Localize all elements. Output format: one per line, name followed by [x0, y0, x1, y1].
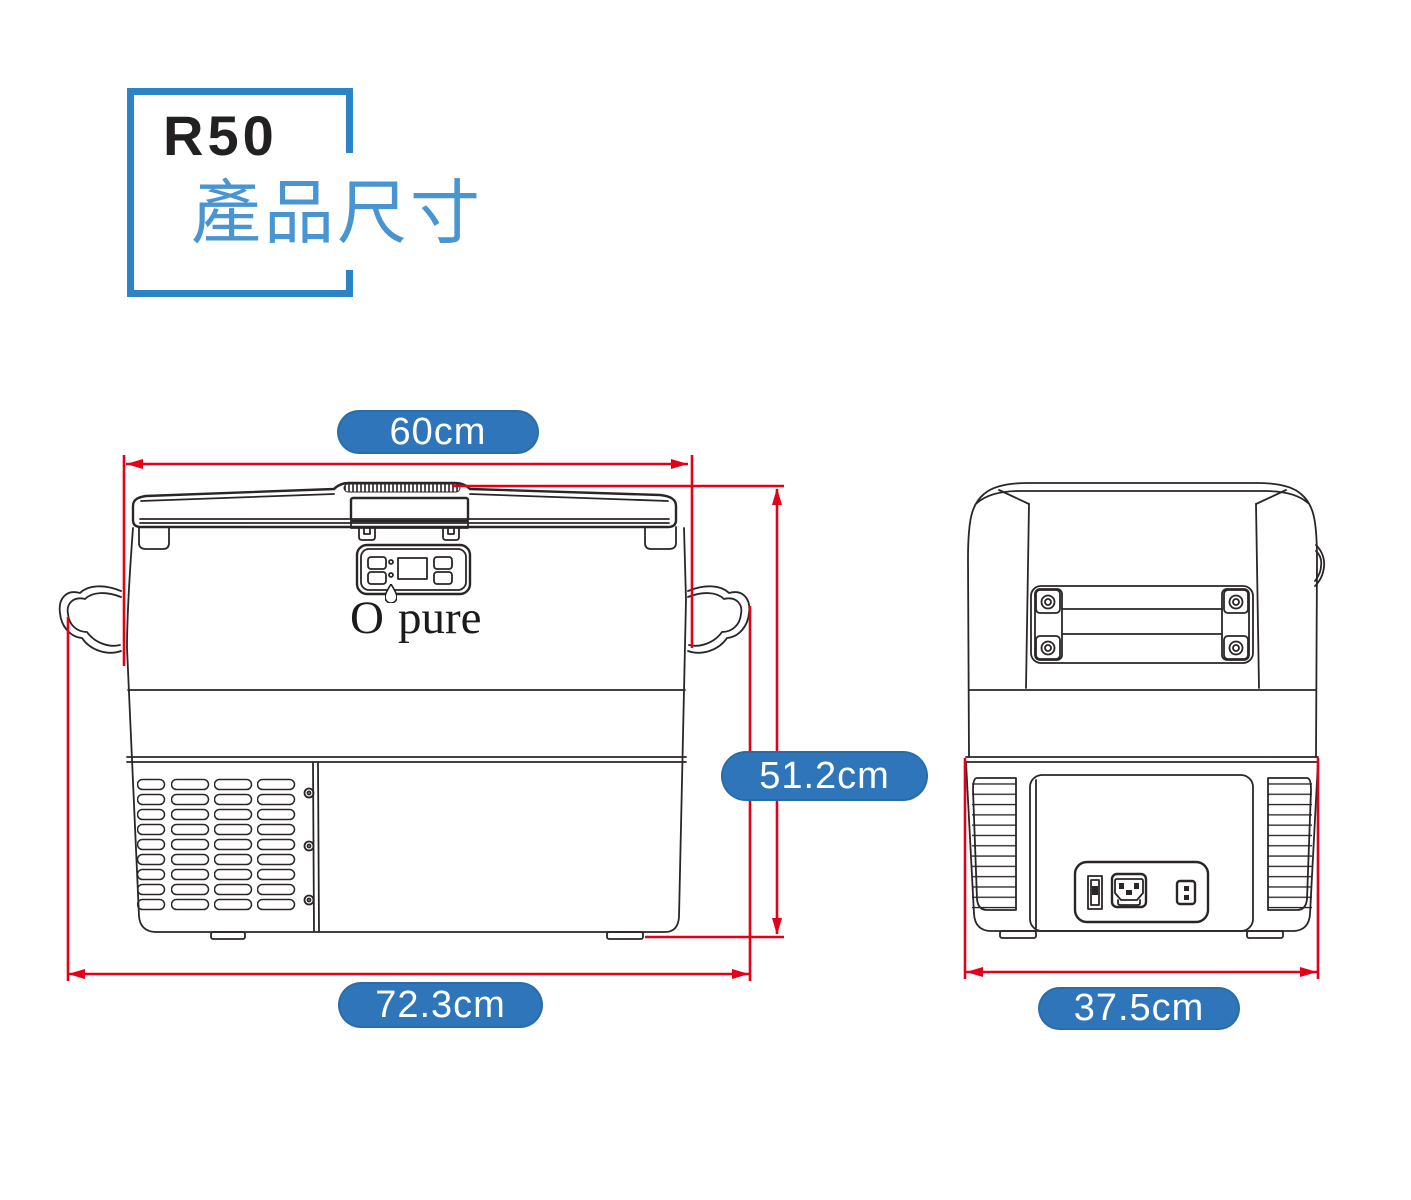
back-body-outline — [967, 482, 1318, 758]
back-vent-left — [972, 777, 1017, 911]
power-switch — [1087, 875, 1103, 910]
arrow-left-icon — [966, 967, 983, 977]
power-inlet-panel — [1073, 860, 1210, 924]
side-handle-right — [687, 585, 751, 654]
back-handle — [1030, 585, 1254, 664]
foot — [999, 930, 1037, 939]
foot — [210, 931, 246, 940]
control-panel — [355, 543, 472, 596]
side-latch — [1314, 544, 1326, 587]
arrow-down-icon — [772, 918, 782, 935]
arrow-right-icon — [732, 969, 749, 979]
side-body-outline — [126, 527, 687, 933]
foot — [1246, 930, 1284, 939]
arrow-up-icon — [772, 488, 782, 505]
dimension-72-3cm — [66, 606, 752, 981]
side-lid — [131, 481, 678, 550]
side-vent-grille — [137, 778, 297, 912]
ac-inlet-socket — [1110, 872, 1148, 909]
dimension-badge-height: 51.2cm — [721, 751, 928, 801]
dimension-37-5cm — [963, 758, 1320, 979]
dimension-badge-lid-width: 60cm — [337, 410, 539, 454]
brand-logo: O pure — [350, 582, 482, 644]
dimension-badge-overall-width: 72.3cm — [338, 982, 543, 1028]
panel-display — [397, 557, 428, 580]
dc-socket — [1175, 879, 1197, 906]
arrow-left-icon — [126, 459, 143, 469]
product-model: R50 — [163, 104, 278, 167]
side-handle-left — [58, 585, 122, 654]
dimension-lines — [66, 455, 1320, 981]
panel-button — [367, 556, 387, 570]
lid-latch — [349, 496, 470, 541]
logo-text-right: pure — [397, 592, 482, 644]
water-droplet-icon — [384, 565, 398, 612]
logo-text-left: O — [350, 592, 384, 644]
dimension-51-2cm — [452, 484, 784, 939]
back-vent-right — [1267, 777, 1312, 911]
panel-button — [433, 556, 453, 570]
arrow-left-icon — [68, 969, 85, 979]
arrow-right-icon — [671, 459, 688, 469]
screws — [303, 787, 315, 906]
foot — [606, 931, 644, 940]
panel-button — [433, 571, 453, 585]
dimension-badge-depth: 37.5cm — [1038, 987, 1240, 1030]
back-recess-panel — [1029, 774, 1254, 932]
back-view-drawing — [965, 482, 1326, 939]
panel-button — [367, 571, 387, 585]
page-title: 產品尺寸 — [191, 174, 483, 252]
side-view-drawing — [58, 481, 751, 940]
arrow-right-icon — [1300, 967, 1317, 977]
